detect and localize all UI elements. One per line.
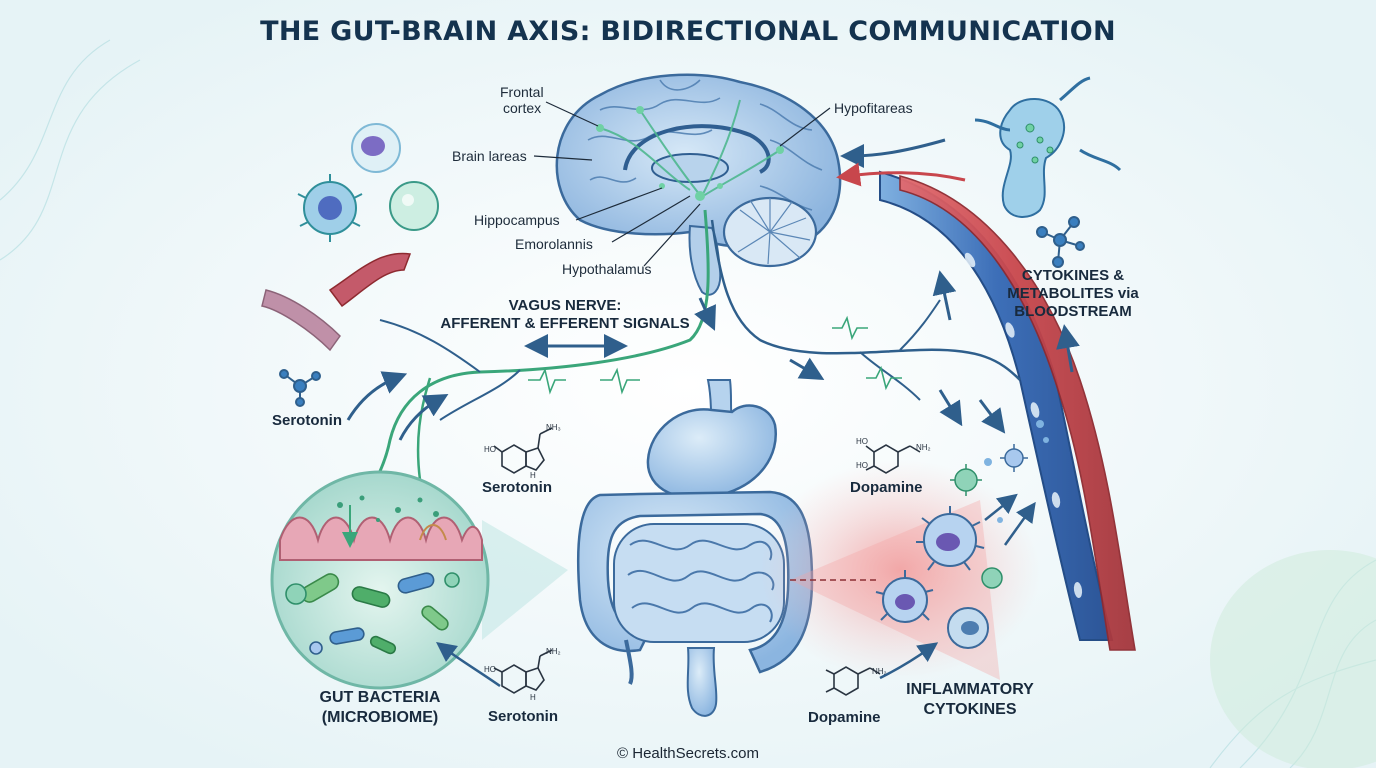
frontal-cortex-label-line2: cortex: [503, 100, 542, 116]
brain: [555, 73, 842, 296]
svg-text:HO: HO: [484, 665, 496, 674]
svg-text:H: H: [530, 471, 536, 480]
svg-text:NH₂: NH₂: [916, 443, 931, 452]
copyright-footer: © HealthSecrets.com: [617, 745, 759, 762]
serotonin-label-bottom: Serotonin: [488, 708, 558, 725]
vagus-nerve-label-line1: VAGUS NERVE:: [508, 297, 622, 314]
svg-text:HO: HO: [856, 437, 868, 446]
bloodstream-label-line1: CYTOKINES &: [1021, 267, 1125, 284]
page-title: THE GUT-BRAIN AXIS: BIDIRECTIONAL COMMUN…: [260, 16, 1116, 47]
bloodstream-label-line3: BLOODSTREAM: [1014, 303, 1132, 320]
dopamine-label-right: Dopamine: [850, 479, 923, 496]
frontal-cortex-label-line1: Frontal: [500, 84, 544, 100]
signal-arrows: [346, 297, 1006, 441]
inflammatory-cytokines-label-line2: CYTOKINES: [923, 701, 1017, 718]
svg-text:HO: HO: [856, 461, 868, 470]
brain-leader-lines: [533, 101, 831, 267]
hypofitareas-label: Hypofitareas: [834, 100, 913, 116]
serotonin-arrow: [435, 642, 501, 688]
gut-bacteria-label-line2: (MICROBIOME): [321, 709, 439, 726]
serotonin-structure-bottom: [493, 649, 553, 694]
vagus-nerve-label-line2: AFFERENT & EFFERENT SIGNALS: [440, 315, 690, 332]
svg-text:NH₃: NH₃: [546, 423, 561, 432]
chem-labels: HO NH₃ H HO NH₂ HO HO NH₂ H NH₂: [484, 423, 931, 702]
molecule-icon: [1036, 216, 1085, 268]
dopamine-arrow: [879, 642, 939, 680]
svg-text:H: H: [530, 693, 536, 702]
emorolannis-label: Emorolannis: [515, 236, 593, 252]
gut-bacteria-label-line1: GUT BACTERIA: [319, 689, 441, 706]
serotonin-structure-mid: [493, 427, 553, 474]
bacteria: [285, 572, 460, 655]
blood-vessels: [836, 138, 1136, 651]
immune-cells: [875, 420, 1049, 649]
dopamine-label-bottom: Dopamine: [808, 709, 881, 726]
svg-text:NH₂: NH₂: [872, 667, 887, 676]
svg-text:HO: HO: [484, 445, 496, 454]
molecule-icon-left: [279, 369, 321, 407]
svg-text:NH₂: NH₂: [546, 647, 561, 656]
bloodstream-label-line2: METABOLITES via: [1007, 285, 1139, 302]
background-blob: [1210, 550, 1376, 768]
brain-areas-label: Brain lareas: [452, 148, 527, 164]
serotonin-label-mid: Serotonin: [482, 479, 552, 496]
inflammatory-cytokines-label-line1: INFLAMMATORY: [906, 681, 1034, 698]
serotonin-label-left: Serotonin: [272, 412, 342, 429]
neuron-synapse: [974, 76, 1122, 218]
microbiome-circle: [270, 470, 490, 690]
dopamine-structure-right: [865, 444, 921, 474]
hypothalamus-label: Hypothalamus: [562, 261, 652, 277]
left-cells: [261, 123, 439, 352]
dopamine-structure-bottom: [825, 666, 881, 696]
zoom-beam: [482, 520, 568, 640]
hippocampus-label: Hippocampus: [474, 212, 560, 228]
